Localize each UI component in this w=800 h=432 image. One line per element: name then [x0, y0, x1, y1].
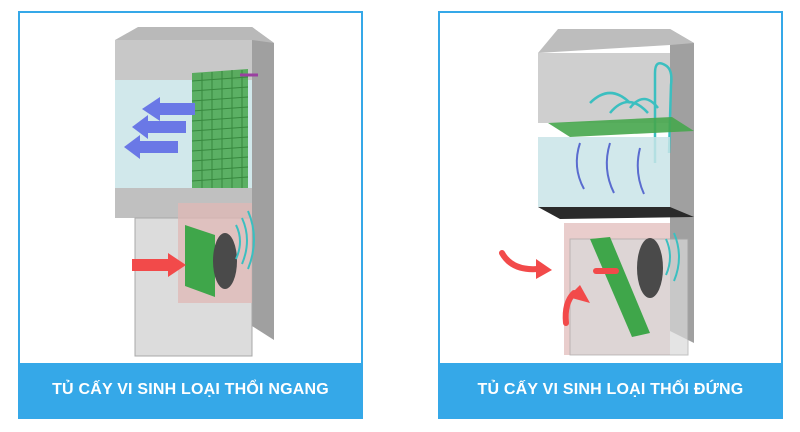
pre-filter [185, 225, 215, 297]
horizontal-flow-cabinet-illustration [115, 27, 274, 357]
airflow-curves [235, 210, 255, 270]
fan-icon [637, 238, 663, 298]
red-intake-arrows [132, 253, 186, 277]
work-surface [538, 207, 694, 219]
hepa-filter [548, 117, 694, 137]
caption-vertical-flow: TỦ CẤY VI SINH LOẠI THỔI ĐỨNG [440, 363, 781, 417]
cabinet-top [538, 29, 694, 53]
caption-horizontal-flow: TỦ CẤY VI SINH LOẠI THỔI NGANG [20, 363, 361, 417]
blue-airflow-arrows [124, 97, 195, 159]
downflow-curves [575, 142, 645, 195]
vertical-flow-cabinet-illustration [499, 29, 694, 356]
fan-icon [213, 233, 237, 289]
hepa-filter [191, 69, 249, 198]
work-chamber [538, 137, 670, 207]
top-airflow-curves [589, 62, 673, 163]
cabinet-top-front [538, 53, 670, 123]
cabinet-side-wall [252, 27, 274, 340]
cabinet-top [115, 27, 274, 43]
vertical-flow-panel: TỦ CẤY VI SINH LOẠI THỔI ĐỨNG [438, 11, 783, 419]
horizontal-flow-panel: TỦ CẤY VI SINH LOẠI THỔI NGANG [18, 11, 363, 419]
red-arrow-heads [536, 259, 590, 303]
fan-airflow-curves [665, 232, 680, 282]
pre-filter [590, 237, 650, 337]
